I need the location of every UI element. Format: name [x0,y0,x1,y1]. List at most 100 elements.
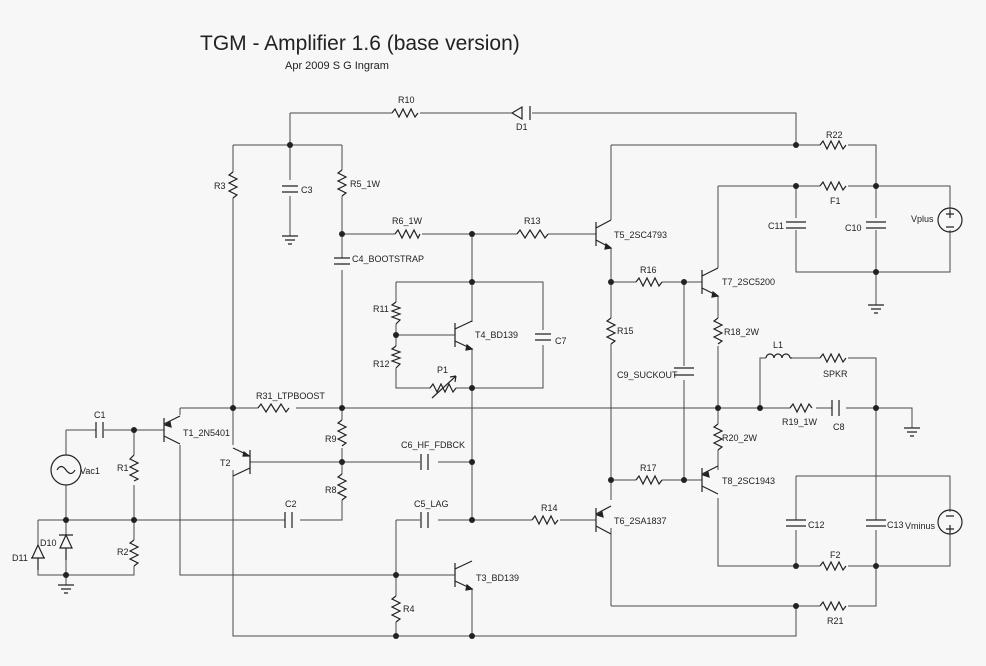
resistor-R14 [531,514,559,526]
label-Vminus: Vminus [905,521,936,531]
label-R15: R15 [617,326,634,336]
capacitor-C4 [334,257,350,265]
inductor-L1 [765,353,792,359]
label-C9: C9_SUCKOUT [617,370,678,380]
resistor-F1 [819,180,847,192]
label-R4: R4 [403,604,415,614]
label-R6: R6_1W [392,216,423,226]
transistor-T3 [454,560,474,591]
ac-source-Vac1 [50,454,82,486]
resistor-R20 [712,423,724,451]
label-C7: C7 [555,336,567,346]
resistor-R16 [635,276,663,288]
resistor-R1 [128,454,140,482]
capacitor-C12 [786,519,806,527]
label-R22: R22 [826,130,843,140]
transistor-T4 [454,320,474,351]
capacitor-C2 [284,512,293,528]
label-C6: C6_HF_FDBCK [401,440,465,450]
ground-icon [904,427,920,437]
label-F2: F2 [830,550,841,560]
label-C12: C12 [808,520,825,530]
label-T1: T1_2N5401 [183,428,230,438]
transistor-T5 [595,219,613,250]
resistor-R10 [391,107,419,119]
label-R1: R1 [117,463,129,473]
diagram-subtitle: Apr 2009 S G Ingram [285,60,389,72]
transistor-T7 [701,267,720,298]
label-Vac1: Vac1 [80,466,100,476]
label-R2: R2 [117,547,129,557]
transistor-T1 [163,415,181,445]
label-D11: D11 [12,553,28,563]
label-T4: T4_BD139 [475,330,518,340]
label-R12: R12 [373,359,390,369]
resistor-R8 [336,473,348,501]
label-SPKR: SPKR [823,369,848,379]
label-T2: T2 [220,458,231,468]
label-R14: R14 [541,503,558,513]
resistor-R13 [516,228,549,240]
transistor-T6 [595,505,612,535]
resistor-R21 [819,600,847,612]
transistor-T8 [701,465,719,495]
resistor-R3 [227,171,239,199]
label-D1: D1 [516,122,528,132]
diagram-title: TGM - Amplifier 1.6 (base version) [200,32,520,55]
resistor-R4 [390,595,402,623]
label-C13: C13 [887,520,904,530]
label-Vplus: Vplus [911,214,934,224]
label-T7: T7_2SC5200 [722,277,775,287]
label-T8: T8_2SC1943 [722,476,775,486]
label-C10: C10 [845,223,862,233]
label-C3: C3 [301,185,313,195]
capacitor-C5 [420,512,429,528]
label-D10: D10 [40,538,57,548]
capacitor-C10 [866,221,886,229]
diode-D10 [59,533,73,560]
capacitor-C1 [95,422,104,438]
label-R21: R21 [827,616,844,626]
resistor-R19 [789,402,813,414]
capacitor-C6 [420,454,429,470]
label-T3: T3_BD139 [476,573,519,583]
label-R31: R31_LTPBOOST [256,391,325,401]
label-P1: P1 [437,365,448,375]
label-R20: R20_2W [722,433,758,443]
label-F1: F1 [830,196,841,206]
wires [37,112,951,637]
resistor-R15 [605,317,617,345]
label-R18: R18_2W [724,327,760,337]
label-T5: T5_2SC4793 [614,230,667,240]
label-R16: R16 [640,265,657,275]
capacitor-C7 [535,333,551,341]
ground-icon [58,584,74,594]
diode-D1 [510,105,531,121]
capacitor-C9 [674,367,694,376]
resistor-R11 [390,301,402,325]
label-R17: R17 [640,463,657,473]
resistor-R18 [712,317,724,345]
capacitor-C13 [866,519,886,527]
resistor-SPKR [819,352,847,364]
label-R5: R5_1W [350,179,381,189]
diode-D11 [31,543,45,570]
capacitor-C8 [831,400,840,416]
resistor-R12 [390,345,402,369]
label-R8: R8 [325,485,337,495]
dc-source-Vplus [937,207,963,233]
label-C2: C2 [285,499,297,509]
label-R19: R19_1W [782,417,818,427]
label-L1: L1 [773,340,783,350]
resistor-R5 [336,169,348,197]
transistor-T2 [232,447,251,477]
label-C11: C11 [768,221,784,231]
resistor-F2 [819,560,847,572]
label-C1: C1 [94,410,106,420]
capacitor-C3 [282,185,298,193]
resistor-R9 [336,419,348,447]
capacitor-C11 [786,221,806,229]
label-R11: R11 [373,304,389,314]
